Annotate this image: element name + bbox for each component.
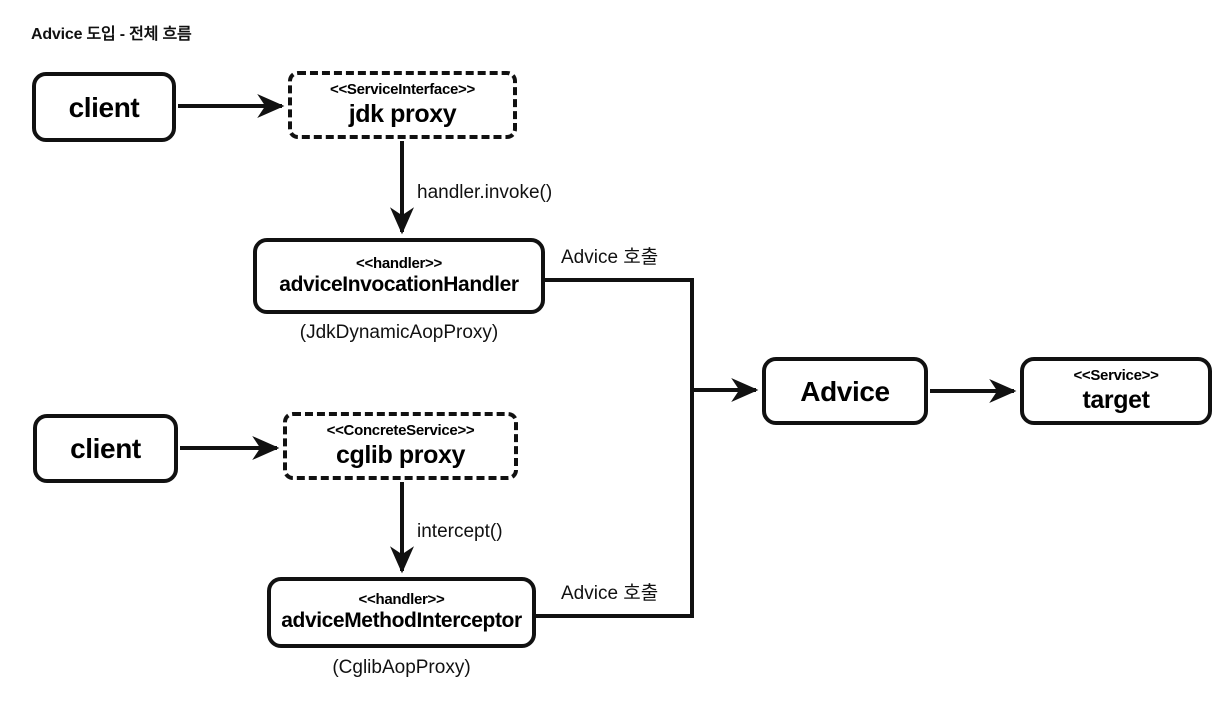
edge-label-intercept: intercept() [417, 521, 503, 542]
node-advice-method-interceptor-stereotype: <<handler>> [358, 591, 445, 609]
node-target-label: target [1082, 385, 1150, 414]
page-title: Advice 도입 - 전체 흐름 [31, 26, 192, 43]
node-client-bottom[interactable]: client [33, 414, 178, 483]
edge-label-handler-invoke: handler.invoke() [417, 182, 553, 203]
caption-jdk-dynamic-aop-proxy: (JdkDynamicAopProxy) [299, 322, 499, 343]
node-cglib-proxy-label: cglib proxy [336, 440, 465, 469]
node-advice-method-interceptor-label: adviceMethodInterceptor [281, 609, 522, 633]
node-advice-invocation-handler-label: adviceInvocationHandler [279, 272, 519, 296]
node-cglib-proxy-stereotype: <<ConcreteService>> [326, 422, 475, 440]
edge-label-advice-call-bottom: Advice 호출 [561, 583, 659, 604]
node-client-top[interactable]: client [32, 72, 176, 142]
node-advice-label: Advice [800, 375, 890, 407]
node-target-stereotype: <<Service>> [1073, 367, 1159, 385]
node-jdk-proxy-stereotype: <<ServiceInterface>> [330, 81, 475, 99]
node-client-bottom-label: client [70, 433, 141, 465]
node-target[interactable]: <<Service>> target [1020, 357, 1212, 425]
node-advice[interactable]: Advice [762, 357, 928, 425]
node-advice-method-interceptor[interactable]: <<handler>> adviceMethodInterceptor [267, 577, 536, 648]
edge-label-advice-call-top: Advice 호출 [561, 247, 659, 268]
node-advice-invocation-handler-stereotype: <<handler>> [356, 254, 442, 272]
node-jdk-proxy[interactable]: <<ServiceInterface>> jdk proxy [288, 71, 517, 139]
node-cglib-proxy[interactable]: <<ConcreteService>> cglib proxy [283, 412, 518, 480]
wire-jdk-handler-to-advice-bus [545, 278, 694, 390]
caption-cglib-aop-proxy: (CglibAopProxy) [332, 657, 471, 678]
node-advice-invocation-handler[interactable]: <<handler>> adviceInvocationHandler [253, 238, 545, 314]
node-client-top-label: client [68, 91, 140, 123]
node-jdk-proxy-label: jdk proxy [348, 99, 457, 128]
